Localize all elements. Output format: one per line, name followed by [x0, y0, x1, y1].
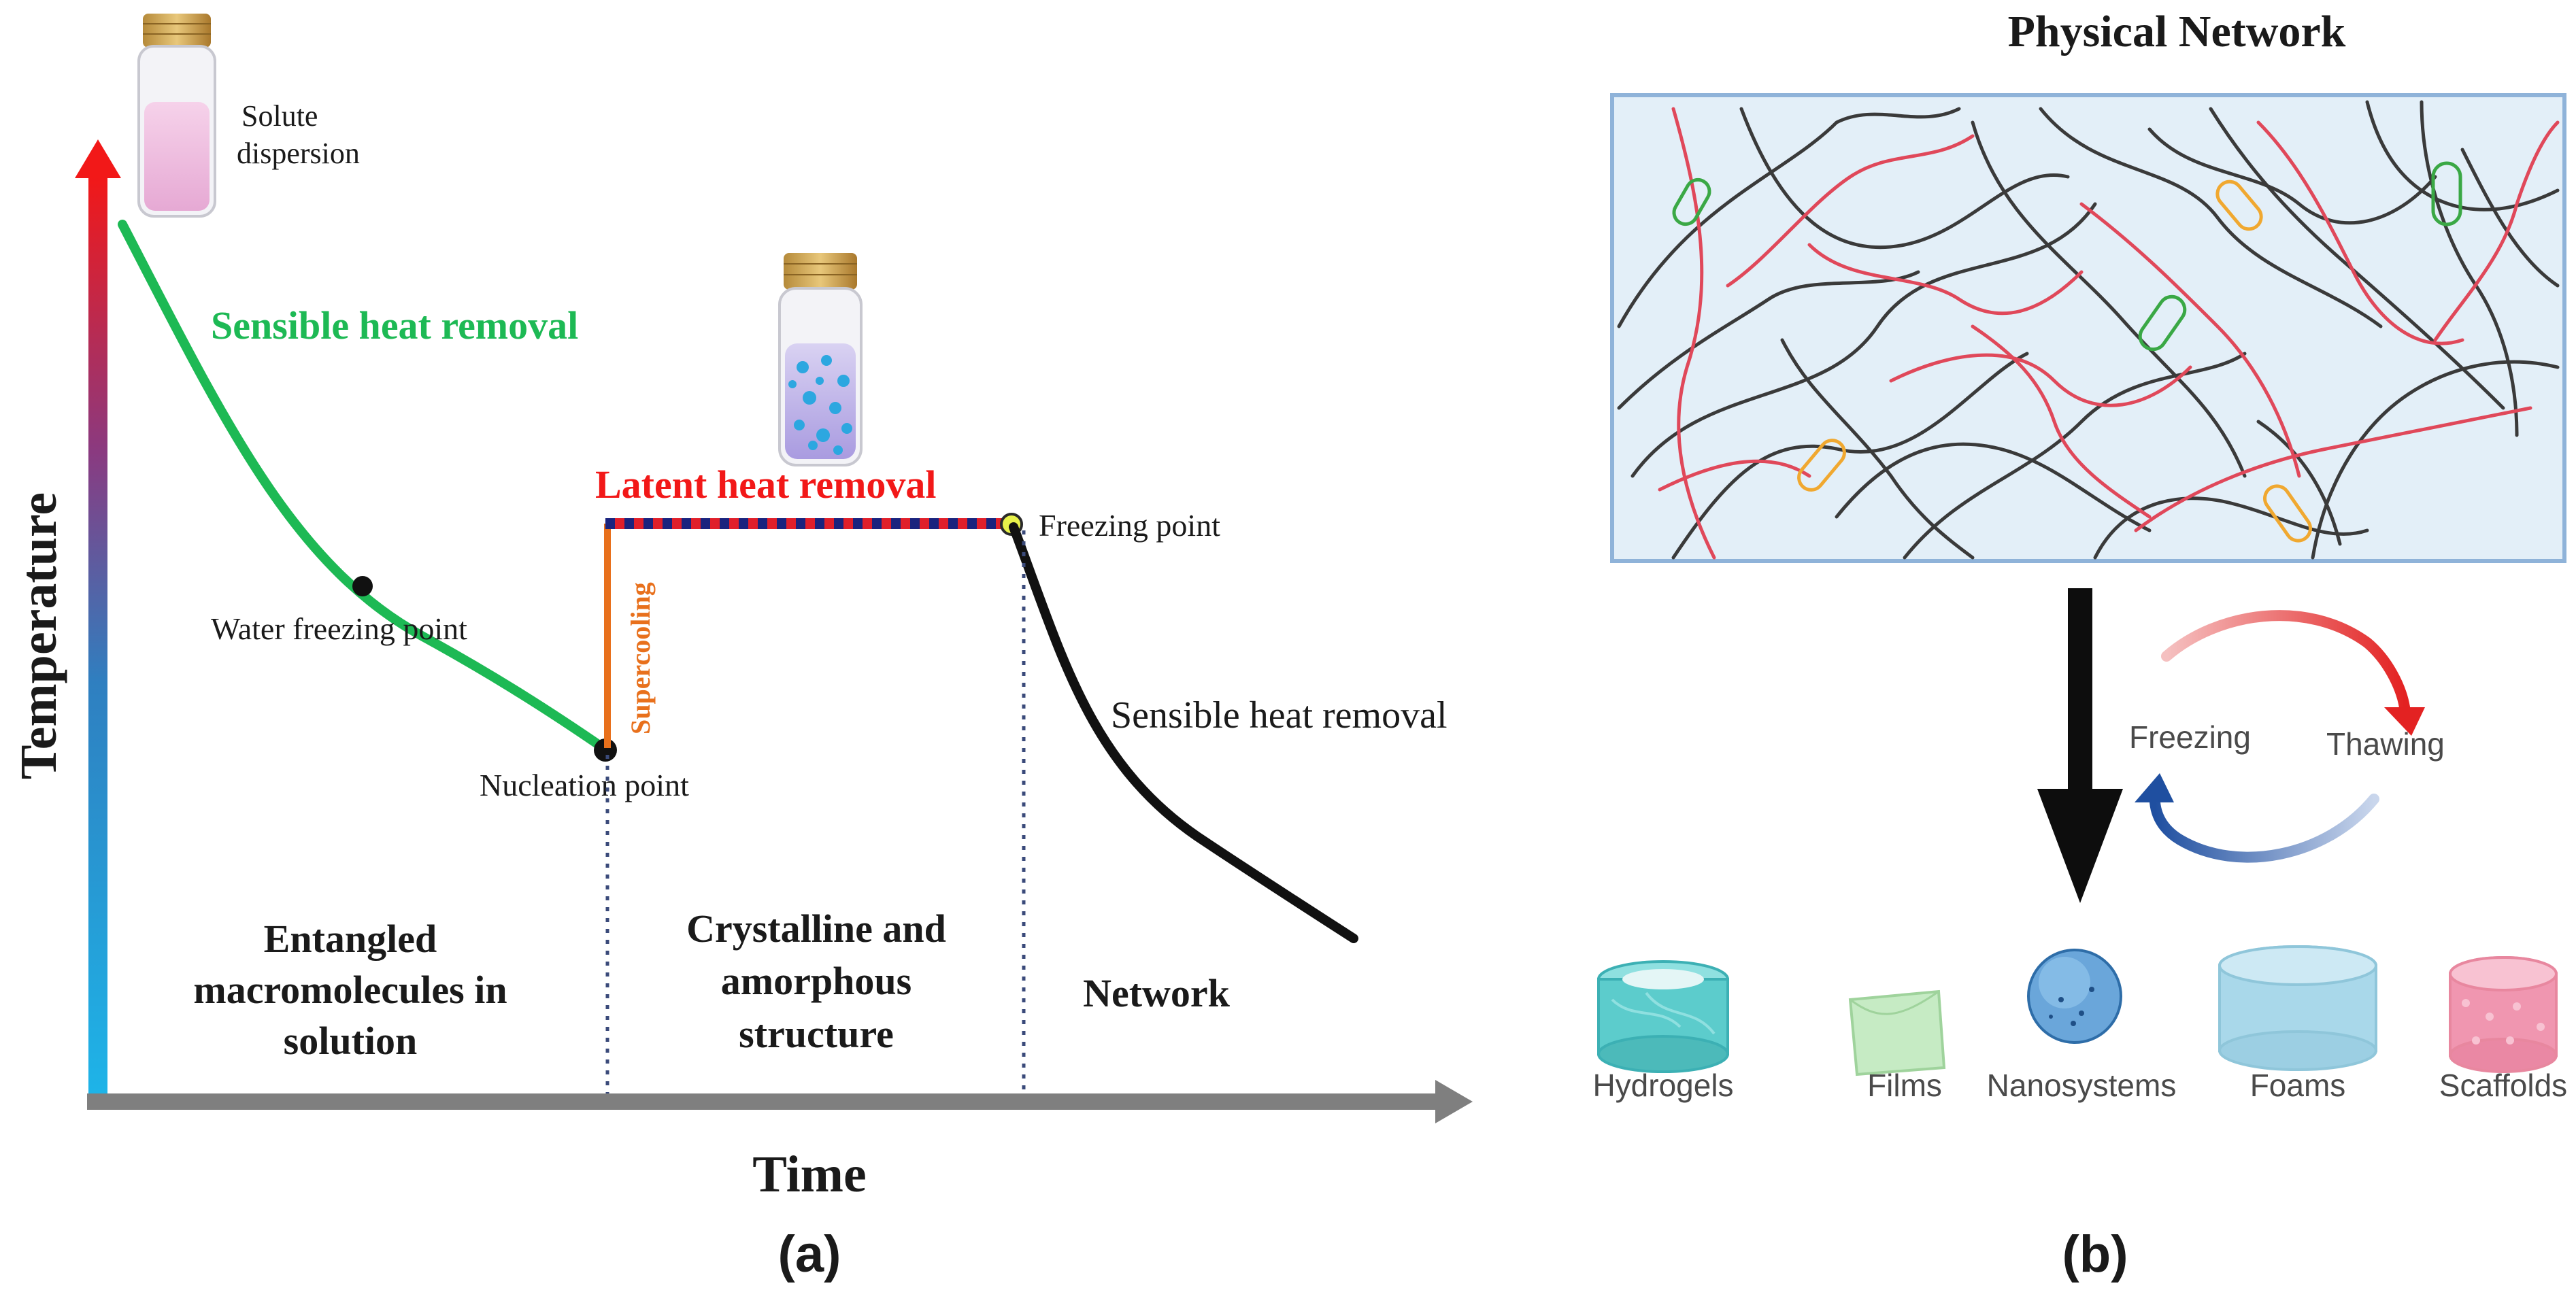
- time-axis-arrowhead: [1435, 1080, 1473, 1123]
- time-axis-label: Time: [752, 1146, 866, 1203]
- panel-b-title: Physical Network: [2008, 7, 2346, 56]
- vial-solute-dispersion: [137, 14, 216, 218]
- region-crystalline-line1: Crystalline and: [686, 906, 946, 951]
- region-entangled-line1: Entangled: [264, 917, 437, 961]
- time-axis-bar: [87, 1093, 1448, 1110]
- scaffolds-icon: [2449, 956, 2558, 1073]
- freezing-point-label: Freezing point: [1039, 508, 1220, 543]
- cycle-arc-red: [2161, 610, 2410, 713]
- cycle-arrowhead-red: [2384, 707, 2425, 736]
- product-films: Films: [1867, 1068, 1942, 1103]
- product-scaffolds: Scaffolds: [2439, 1068, 2567, 1103]
- sensible-heat-curve-black: [1009, 522, 1358, 943]
- region-entangled-line2: macromolecules in: [193, 968, 507, 1012]
- temperature-axis-bar: [88, 177, 107, 1095]
- cycle-arrowhead-blue: [2135, 773, 2174, 802]
- panel-a-caption: (a): [778, 1225, 841, 1283]
- solute-label-line2: dispersion: [237, 137, 360, 170]
- cycle-freezing-label: Freezing: [2129, 719, 2251, 755]
- sensible-heat-label-green: Sensible heat removal: [211, 303, 578, 347]
- product-hydrogels: Hydrogels: [1592, 1068, 1733, 1103]
- water-freezing-point-label: Water freezing point: [211, 611, 467, 646]
- films-icon: [1848, 989, 1946, 1076]
- latent-heat-label: Latent heat removal: [595, 462, 937, 507]
- region-crystalline-line3: structure: [739, 1012, 894, 1056]
- nanosystems-icon: [2027, 949, 2122, 1044]
- panel-b-caption: (b): [2062, 1225, 2128, 1283]
- vial-frozen: [778, 253, 863, 466]
- supercooling-label: Supercooling: [625, 582, 656, 734]
- solute-label-line1: Solute: [241, 99, 318, 133]
- water-freezing-point-dot: [352, 576, 373, 596]
- cycle-arc-blue: [2150, 794, 2379, 863]
- polymer-chains: [1617, 100, 2560, 560]
- product-foams: Foams: [2250, 1068, 2346, 1103]
- panel-b: Physical Network: [1592, 7, 2567, 1283]
- region-crystalline-line2: amorphous: [721, 959, 911, 1003]
- region-entangled-line3: solution: [284, 1019, 418, 1063]
- freeze-thaw-cycle: Freezing Thawing: [2129, 610, 2445, 863]
- cycle-thawing-label: Thawing: [2326, 726, 2445, 762]
- sensible-heat-label-black: Sensible heat removal: [1111, 694, 1448, 736]
- panel-a: Solute dispersion Sensible heat removal …: [10, 14, 1473, 1283]
- network-box: [1610, 93, 2566, 563]
- hydrogels-icon: [1597, 960, 1729, 1073]
- region-network: Network: [1083, 971, 1231, 1015]
- foams-icon: [2218, 945, 2377, 1071]
- product-nanosystems: Nanosystems: [1987, 1068, 2177, 1103]
- temperature-axis-arrowhead: [75, 139, 121, 178]
- crosslinks: [1672, 161, 2462, 543]
- nucleation-point-dot: [594, 739, 617, 762]
- down-arrow: [2037, 588, 2123, 903]
- nucleation-point-label: Nucleation point: [480, 768, 689, 802]
- temperature-axis-label: Temperature: [10, 492, 67, 779]
- sensible-heat-curve-green: [118, 220, 610, 754]
